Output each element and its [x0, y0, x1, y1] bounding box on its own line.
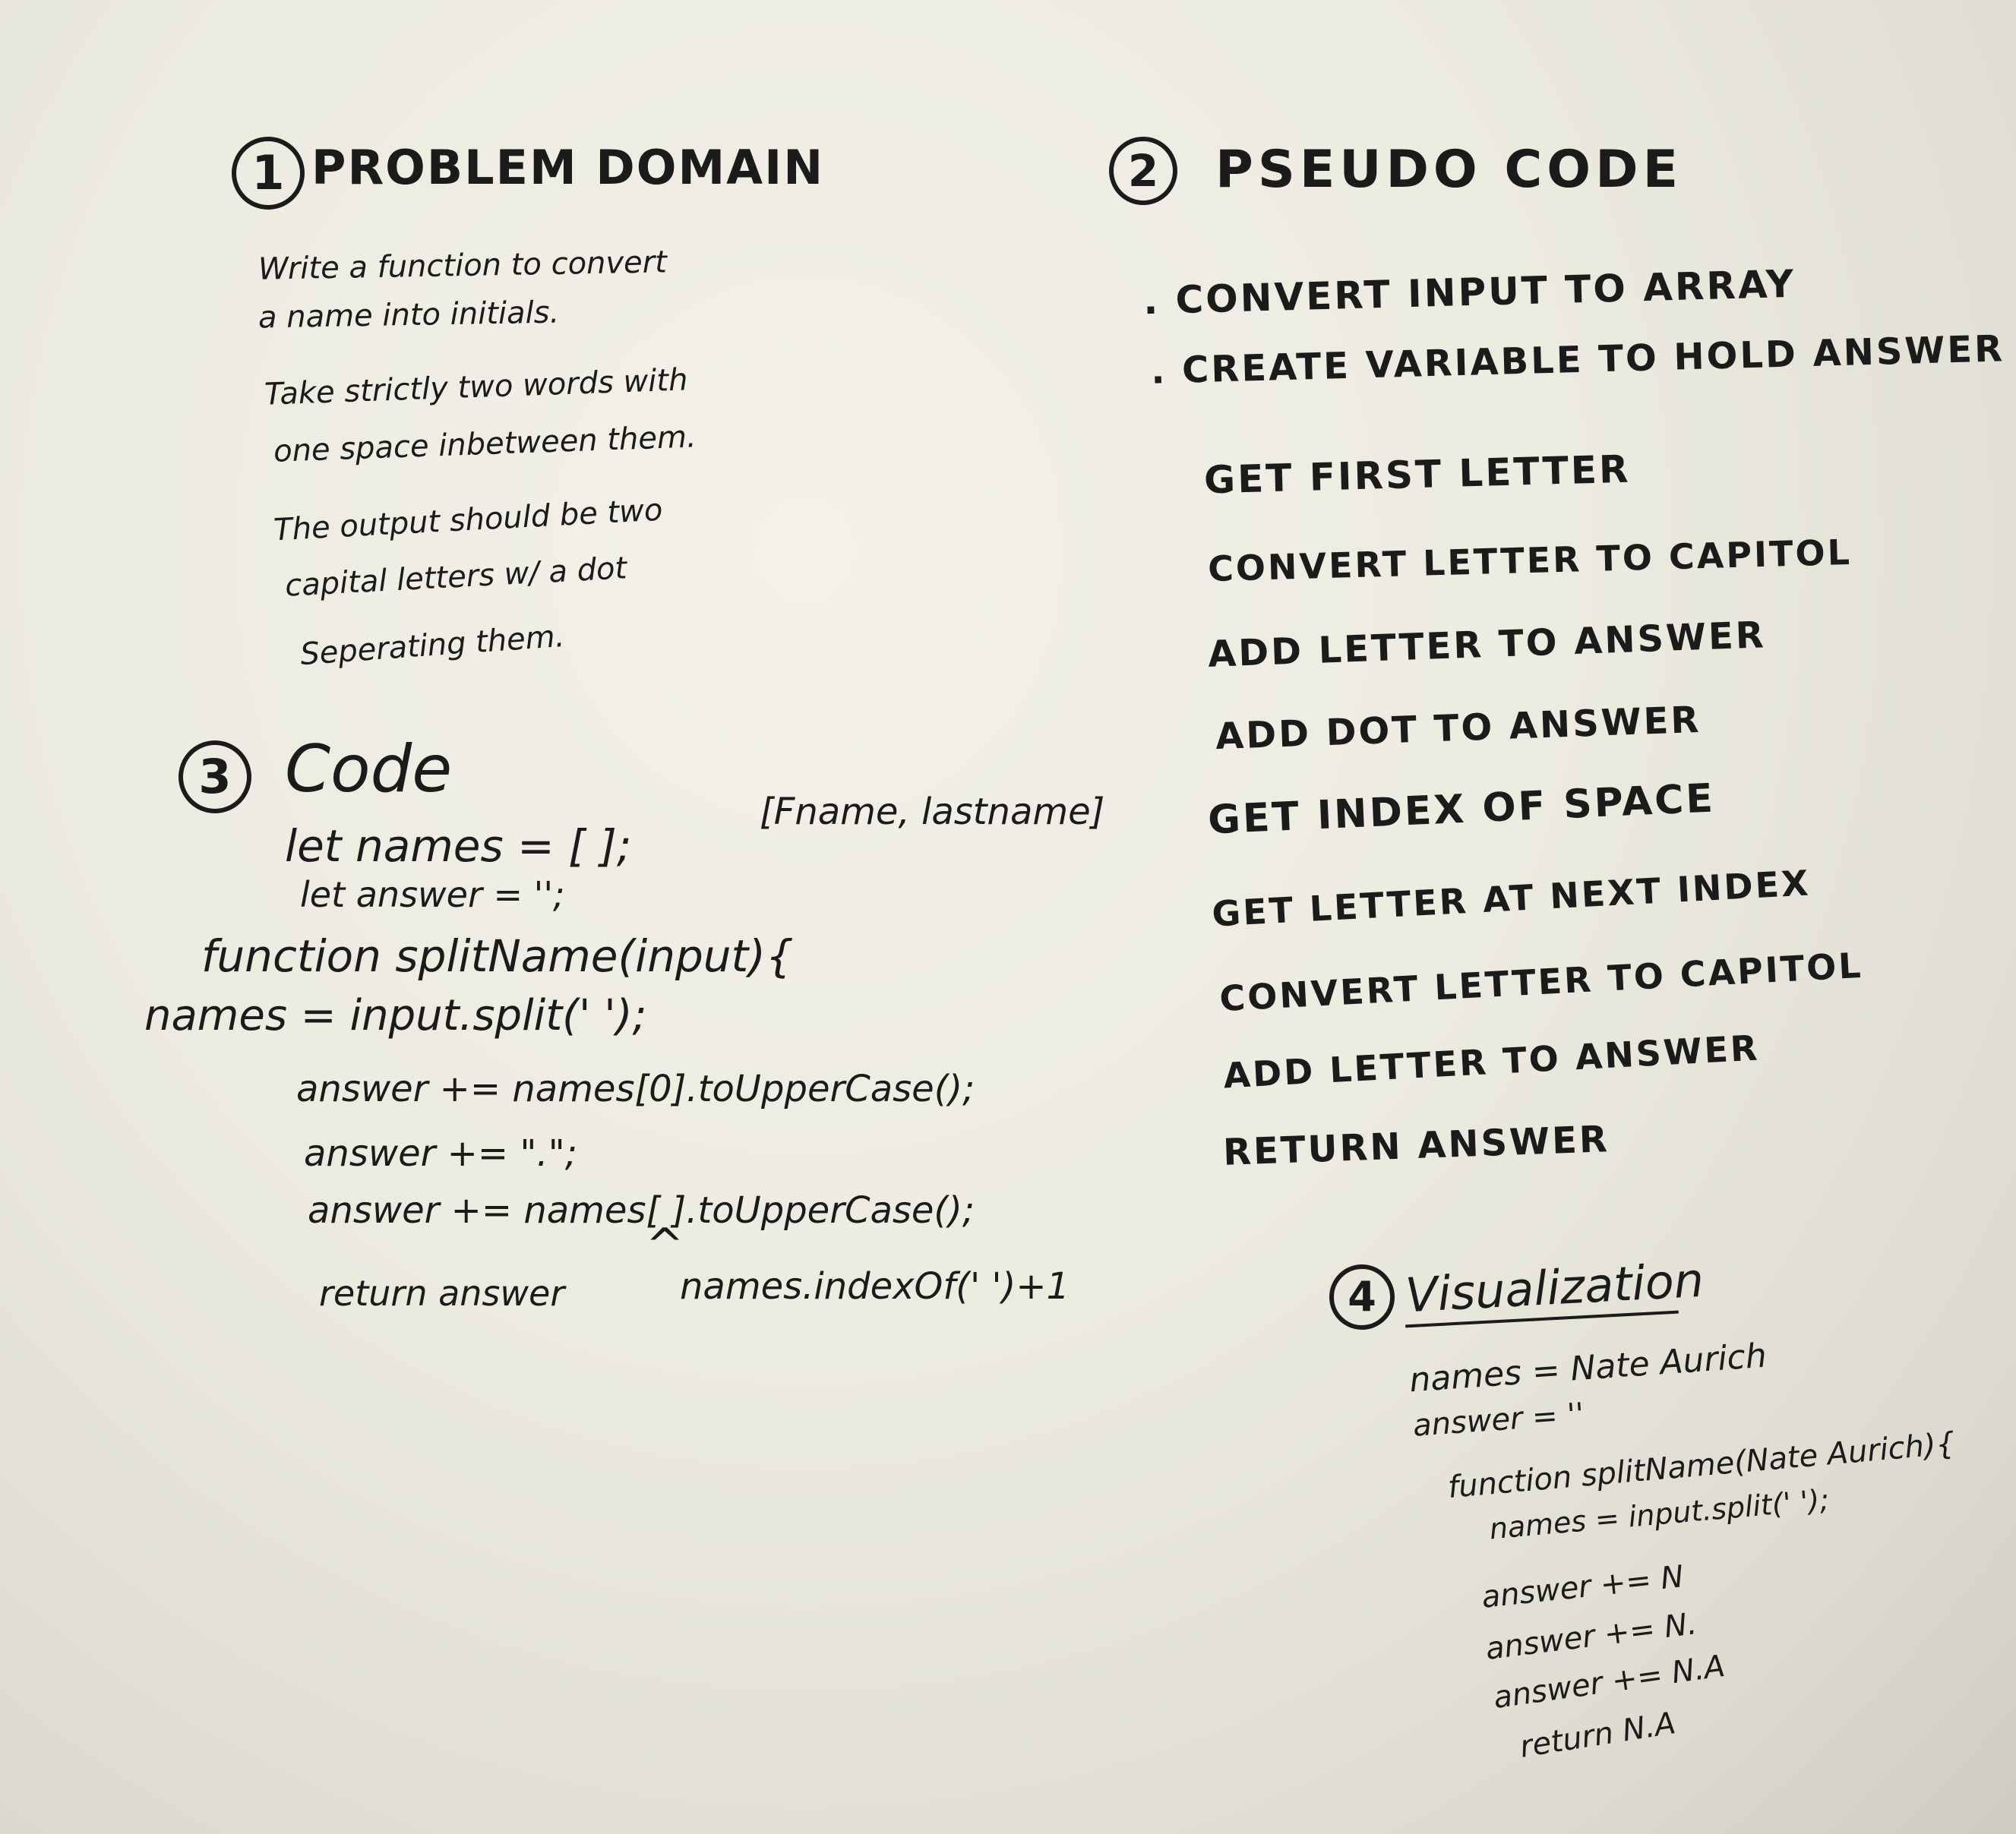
problem-line: a name into initials.	[258, 295, 560, 336]
visualization-line: answer = ''	[1411, 1397, 1585, 1444]
problem-line: capital letters w/ a dot	[284, 551, 628, 604]
code-line: answer += names[0].toUpperCase();	[296, 1068, 975, 1110]
code-line: names = input.split(' ');	[144, 991, 647, 1040]
pseudo-line: ADD LETTER TO ANSWER	[1222, 1027, 1761, 1097]
code-line: function splitName(input){	[201, 930, 794, 982]
section-number-4: 4	[1329, 1264, 1395, 1330]
code-line: answer += names[ ].toUpperCase();	[308, 1189, 975, 1232]
problem-line: The output should be two	[273, 492, 664, 548]
code-line: let answer = '';	[300, 874, 565, 915]
pseudo-code-title: PSEUDO CODE	[1215, 140, 1683, 200]
section-number-2: 2	[1109, 137, 1177, 205]
pseudo-line: ADD DOT TO ANSWER	[1215, 698, 1702, 759]
pseudo-line: GET FIRST LETTER	[1203, 447, 1632, 503]
code-caret: ^	[646, 1219, 684, 1272]
problem-line: Take strictly two words with	[264, 362, 689, 412]
pseudo-line: CONVERT LETTER TO CAPITOL	[1218, 944, 1864, 1020]
pseudo-line: . CONVERT INPUT TO ARRAY	[1142, 261, 1796, 324]
problem-line: Write a function to convert	[258, 245, 668, 287]
problem-domain-title: PROBLEM DOMAIN	[311, 140, 825, 195]
problem-line: one space inbetween them.	[273, 419, 697, 469]
pseudo-line: ADD LETTER TO ANSWER	[1207, 614, 1767, 676]
code-line: return answer	[319, 1273, 565, 1314]
visualization-line: answer += N	[1480, 1559, 1686, 1615]
code-title: Code	[285, 731, 453, 807]
code-note: [Fname, lastname]	[760, 791, 1105, 833]
pseudo-line: GET INDEX OF SPACE	[1207, 775, 1717, 844]
code-line: answer += ".";	[304, 1132, 577, 1175]
section-number-1: 1	[232, 137, 305, 210]
visualization-line: function splitName(Nate Aurich){	[1446, 1425, 1957, 1506]
pseudo-line: GET LETTER AT NEXT INDEX	[1211, 862, 1812, 935]
visualization-line: return N.A	[1517, 1706, 1678, 1765]
code-line: let names = [ ];	[285, 820, 632, 872]
pseudo-line: CONVERT LETTER TO CAPITOL	[1207, 531, 1853, 590]
visualization-line: names = Nate Aurich	[1408, 1336, 1768, 1400]
section-number-3: 3	[179, 740, 251, 813]
code-line: names.indexOf(' ')+1	[680, 1265, 1070, 1308]
pseudo-line: RETURN ANSWER	[1222, 1118, 1610, 1174]
pseudo-line: . CREATE VARIABLE TO HOLD ANSWER	[1150, 327, 2005, 393]
visualization-title: Visualization	[1404, 1252, 1705, 1324]
problem-line: Seperating them.	[299, 618, 566, 673]
